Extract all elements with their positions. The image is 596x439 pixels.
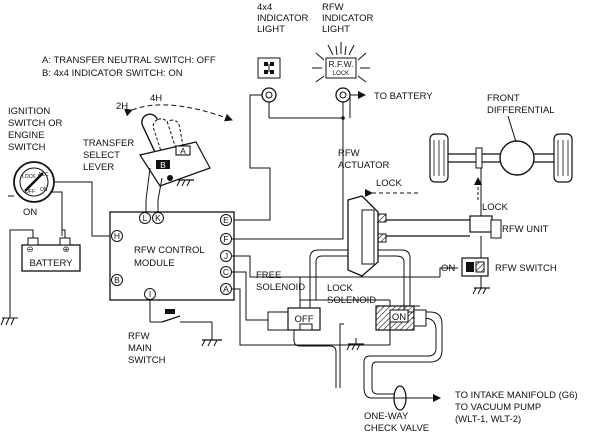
svg-text:ENGINE: ENGINE — [8, 130, 44, 141]
svg-text:L: L — [143, 213, 148, 223]
transfer-label: TRANSFER SELECT LEVER — [83, 138, 134, 173]
svg-text:RFW: RFW — [322, 2, 344, 13]
svg-text:CHECK VALVE: CHECK VALVE — [364, 423, 429, 434]
rfw-unit-label: RFW UNIT — [502, 224, 549, 235]
4x4-bulb — [261, 87, 277, 103]
battery-label: BATTERY — [30, 258, 74, 269]
svg-text:LOCK: LOCK — [333, 71, 349, 77]
svg-text:FREE: FREE — [256, 270, 281, 281]
mode-4h-label: 4H — [150, 93, 162, 104]
rfwind-label: RFW INDICATOR LIGHT — [322, 2, 374, 35]
switch-b-label: B — [160, 160, 166, 170]
lock-top-label: LOCK — [376, 178, 403, 189]
rfw-switch — [461, 236, 490, 295]
rfw-switch-label: RFW SWITCH — [495, 263, 557, 274]
svg-text:⊕: ⊕ — [62, 244, 69, 254]
switch-a-label: A — [180, 146, 186, 156]
svg-text:SOLENOID: SOLENOID — [256, 282, 305, 293]
rfw-actuator — [347, 195, 470, 277]
svg-text:I: I — [149, 289, 151, 299]
rfw-control-module: RFW CONTROL MODULE — [109, 211, 235, 301]
legend-a: A: TRANSFER NEUTRAL SWITCH: OFF — [42, 55, 216, 66]
svg-text:ON: ON — [40, 187, 48, 193]
svg-text:SELECT: SELECT — [83, 150, 120, 161]
4x4-indicator-light — [257, 57, 281, 79]
svg-text:MAIN: MAIN — [128, 343, 152, 354]
ignition-switch: LOCK ACC OFF ON — [13, 161, 55, 203]
svg-text:SWITCH OR: SWITCH OR — [8, 118, 62, 129]
svg-text:LOCK: LOCK — [327, 283, 354, 294]
svg-text:RFW: RFW — [338, 148, 360, 159]
svg-text:DIFFERENTIAL: DIFFERENTIAL — [487, 105, 555, 116]
svg-text:LIGHT: LIGHT — [322, 24, 350, 35]
svg-text:⊖: ⊖ — [26, 244, 33, 254]
svg-text:K: K — [155, 213, 161, 223]
front-differential-label: FRONT DIFFERENTIAL — [487, 93, 555, 116]
svg-text:RFW: RFW — [128, 331, 150, 342]
module-wiring — [232, 232, 458, 346]
svg-text:SWITCH: SWITCH — [128, 355, 166, 366]
ignition-label: IGNITION SWITCH OR ENGINE SWITCH — [8, 106, 62, 153]
to-battery-label: TO BATTERY — [374, 91, 433, 102]
free-solenoid: OFF — [267, 307, 321, 331]
one-way-check-valve — [363, 385, 441, 411]
ignition-on-label: ON — [23, 207, 37, 218]
main-switch-label: RFW MAIN SWITCH — [128, 331, 166, 366]
svg-text:C: C — [223, 267, 229, 277]
svg-text:F: F — [223, 234, 228, 244]
lock-solenoid: ON — [375, 305, 427, 331]
svg-text:ONE-WAY: ONE-WAY — [364, 411, 409, 422]
on-left-label: ON — [441, 263, 455, 274]
svg-text:IGNITION: IGNITION — [8, 106, 50, 117]
module-pins: H B L K I E F J C A — [111, 212, 232, 300]
free-solenoid-off: OFF — [295, 314, 314, 325]
mode-2h-label: 2H — [116, 101, 128, 112]
lock-solenoid-on: ON — [392, 312, 406, 323]
svg-text:B: B — [114, 275, 120, 285]
legend-b: B: 4x4 INDICATOR SWITCH: ON — [42, 68, 183, 79]
svg-text:TO INTAKE MANIFOLD (G6): TO INTAKE MANIFOLD (G6) — [455, 390, 578, 401]
svg-text:TRANSFER: TRANSFER — [83, 138, 134, 149]
rfw-main-switch — [149, 300, 222, 347]
module-label-1: RFW CONTROL — [134, 245, 205, 256]
svg-text:TO VACUUM PUMP: TO VACUUM PUMP — [455, 402, 541, 413]
transfer-select-lever: A B — [139, 113, 211, 187]
vacuum-hoses — [293, 249, 443, 388]
lock-solenoid-label: LOCK SOLENOID — [327, 283, 376, 306]
svg-text:OFF: OFF — [25, 189, 35, 195]
svg-text:INDICATOR: INDICATOR — [322, 13, 374, 24]
lock-right-label: LOCK — [482, 202, 509, 213]
battery-wiring — [0, 214, 66, 326]
rfw-bulb — [335, 87, 351, 103]
battery: ⊖ ⊕ BATTERY — [21, 237, 81, 272]
svg-text:R.F.W.: R.F.W. — [328, 59, 353, 69]
front-axle — [429, 133, 573, 239]
solenoid-ground — [346, 338, 364, 351]
svg-text:FRONT: FRONT — [487, 93, 520, 104]
mode-arc — [124, 104, 233, 122]
free-solenoid-label: FREE SOLENOID — [256, 270, 305, 293]
actuator-label: RFW ACTUATOR — [338, 148, 390, 171]
check-valve-label: ONE-WAY CHECK VALVE — [364, 411, 429, 434]
svg-text:LIGHT: LIGHT — [257, 24, 285, 35]
svg-text:SWITCH: SWITCH — [8, 142, 46, 153]
svg-text:ACTUATOR: ACTUATOR — [338, 160, 390, 171]
svg-text:(WLT-1, WLT-2): (WLT-1, WLT-2) — [455, 414, 521, 425]
ind4x4-label: 4x4 INDICATOR LIGHT — [257, 2, 309, 35]
rfw-indicator-light: R.F.W. LOCK — [312, 42, 370, 83]
module-label-2: MODULE — [134, 258, 175, 269]
svg-text:4x4: 4x4 — [257, 2, 272, 13]
svg-text:H: H — [114, 231, 120, 241]
svg-text:E: E — [223, 215, 229, 225]
svg-text:ACC: ACC — [38, 172, 49, 178]
svg-text:LEVER: LEVER — [83, 162, 114, 173]
svg-text:A: A — [223, 284, 229, 294]
svg-text:INDICATOR: INDICATOR — [257, 13, 309, 24]
svg-text:LOCK: LOCK — [22, 174, 36, 180]
intake-label: TO INTAKE MANIFOLD (G6) TO VACUUM PUMP (… — [455, 390, 578, 425]
svg-text:J: J — [224, 251, 228, 261]
